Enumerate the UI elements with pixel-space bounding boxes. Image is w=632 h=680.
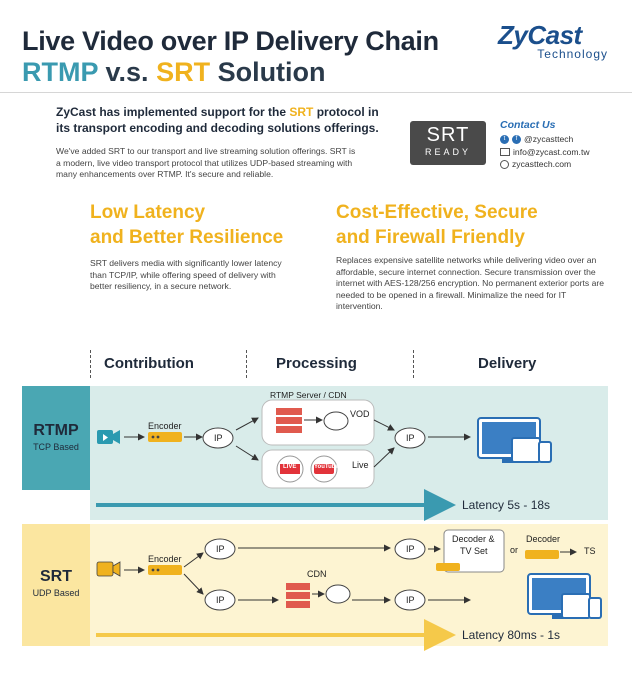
srt-server-icon — [286, 583, 310, 608]
brand-sub: Technology — [537, 47, 608, 61]
stage-delivery: Delivery — [478, 355, 537, 372]
srt-ip-label-2: IP — [216, 595, 225, 605]
rtmp-ip-label: IP — [214, 433, 223, 443]
srt-ip-label-4: IP — [406, 595, 415, 605]
rtmp-ip-cloud-icon — [202, 427, 234, 449]
srt-decoder-tv-line1: Decoder & — [452, 534, 495, 544]
contact-web-text: zycasttech.com — [512, 159, 572, 169]
contact-web[interactable]: zycasttech.com — [500, 159, 571, 169]
page-subtitle: RTMP v.s. SRT Solution — [22, 57, 326, 88]
srt-ts-label: TS — [584, 546, 596, 556]
low-latency-line1: Low Latency — [90, 202, 206, 223]
stage-divider — [90, 350, 91, 378]
contact-social-handle: @zycasttech — [524, 134, 574, 144]
srt-cdn-label: CDN — [307, 569, 327, 579]
rtmp-name: RTMP — [33, 422, 79, 439]
rtmp-encoder-label: Encoder — [148, 421, 182, 431]
stage-divider — [246, 350, 247, 378]
srt-logo-big: SRT — [426, 124, 470, 146]
intro-pre: ZyCast has implemented support for the — [56, 105, 290, 119]
rtmp-server-label: RTMP Server / CDN — [270, 390, 347, 400]
low-latency-body: SRT delivers media with significantly lo… — [90, 258, 282, 291]
srt-encoder-label: Encoder — [148, 554, 182, 564]
subtitle-srt: SRT — [156, 57, 211, 87]
contact-title: Contact Us — [500, 119, 556, 131]
srt-logo-small: READY — [424, 147, 471, 157]
srt-name: SRT — [40, 568, 72, 585]
srt-decoder-tv-line2: TV Set — [460, 546, 488, 556]
contact-social[interactable]: t f @zycasttech — [500, 134, 573, 144]
rtmp-ip-label-2: IP — [406, 433, 415, 443]
rtmp-vod-label: VOD — [350, 409, 370, 419]
cost-line1: Cost-Effective, Secure — [336, 202, 538, 223]
subtitle-rtmp: RTMP — [22, 57, 99, 87]
srt-ip-cloud-top — [204, 538, 236, 560]
srt-ip-label-1: IP — [216, 544, 225, 554]
globe-icon — [500, 159, 509, 169]
rtmp-fb-live-label: LIVE — [283, 464, 297, 470]
srt-decoder-label: Decoder — [526, 534, 561, 544]
brand-name: ZyCast — [498, 20, 582, 50]
rtmp-ip-cloud-icon-2 — [394, 427, 426, 449]
rtmp-devices-icon — [477, 417, 552, 463]
email-icon — [500, 148, 510, 156]
rtmp-live-label: Live — [352, 460, 369, 470]
page-title: Live Video over IP Delivery Chain — [22, 26, 439, 56]
contact-email-text: info@zycast.com.tw — [513, 147, 590, 157]
rtmp-label: RTMP TCP Based — [22, 386, 90, 490]
srt-ip-cloud-right-bottom — [394, 589, 426, 611]
rtmp-sub: TCP Based — [33, 442, 79, 452]
srt-ip-label-3: IP — [406, 544, 415, 554]
twitter-icon: t — [500, 134, 509, 144]
intro-post: protocol in its transport encoding and d… — [56, 105, 379, 135]
rtmp-youtube-label: YouTube — [314, 464, 339, 470]
stage-divider — [413, 350, 414, 378]
facebook-icon: f — [512, 134, 521, 144]
decoder-tv-box — [443, 529, 505, 573]
srt-cdn-cloud-icon — [325, 584, 351, 604]
header-divider — [0, 92, 632, 93]
facebook-live-icon — [276, 455, 304, 483]
srt-encoder-icon — [148, 565, 182, 575]
srt-band — [90, 524, 608, 646]
intro-body: We've added SRT to our transport and liv… — [56, 146, 356, 179]
srt-ready-logo: SRT READY — [410, 121, 486, 165]
server-icon — [276, 408, 302, 433]
srt-ip-cloud-right-top — [394, 538, 426, 560]
decoder-icon — [525, 550, 559, 559]
rtmp-camera-icon — [97, 430, 120, 444]
youtube-icon — [310, 455, 338, 483]
stage-processing: Processing — [276, 355, 357, 372]
srt-camera-icon — [96, 561, 121, 577]
rtmp-encoder-icon — [148, 432, 182, 442]
cost-effective-body: Replaces expensive satellite networks wh… — [336, 255, 604, 311]
tv-icon — [436, 563, 460, 571]
subtitle-vs: v.s. — [98, 57, 157, 87]
brand-logo: ZyCast Technology — [498, 20, 618, 61]
rtmp-latency: Latency 5s - 18s — [462, 498, 551, 512]
contact-email[interactable]: info@zycast.com.tw — [500, 147, 590, 157]
stage-contribution: Contribution — [104, 355, 194, 372]
srt-devices-icon — [527, 573, 602, 619]
cost-effective-heading: Cost-Effective, Secure and Firewall Frie… — [336, 200, 538, 250]
srt-latency: Latency 80ms - 1s — [462, 628, 561, 642]
srt-or-label: or — [510, 545, 519, 555]
intro-srt-highlight: SRT — [289, 105, 314, 119]
subtitle-rest: Solution — [210, 57, 326, 87]
low-latency-heading: Low Latency and Better Resilience — [90, 200, 283, 250]
srt-ip-cloud-bottom — [204, 589, 236, 611]
srt-sub: UDP Based — [32, 588, 80, 598]
intro-headline: ZyCast has implemented support for the S… — [56, 104, 396, 136]
cloud-icon — [323, 411, 349, 431]
low-latency-line2: and Better Resilience — [90, 227, 284, 248]
cost-line2: and Firewall Friendly — [336, 227, 525, 248]
srt-label: SRT UDP Based — [22, 524, 90, 646]
